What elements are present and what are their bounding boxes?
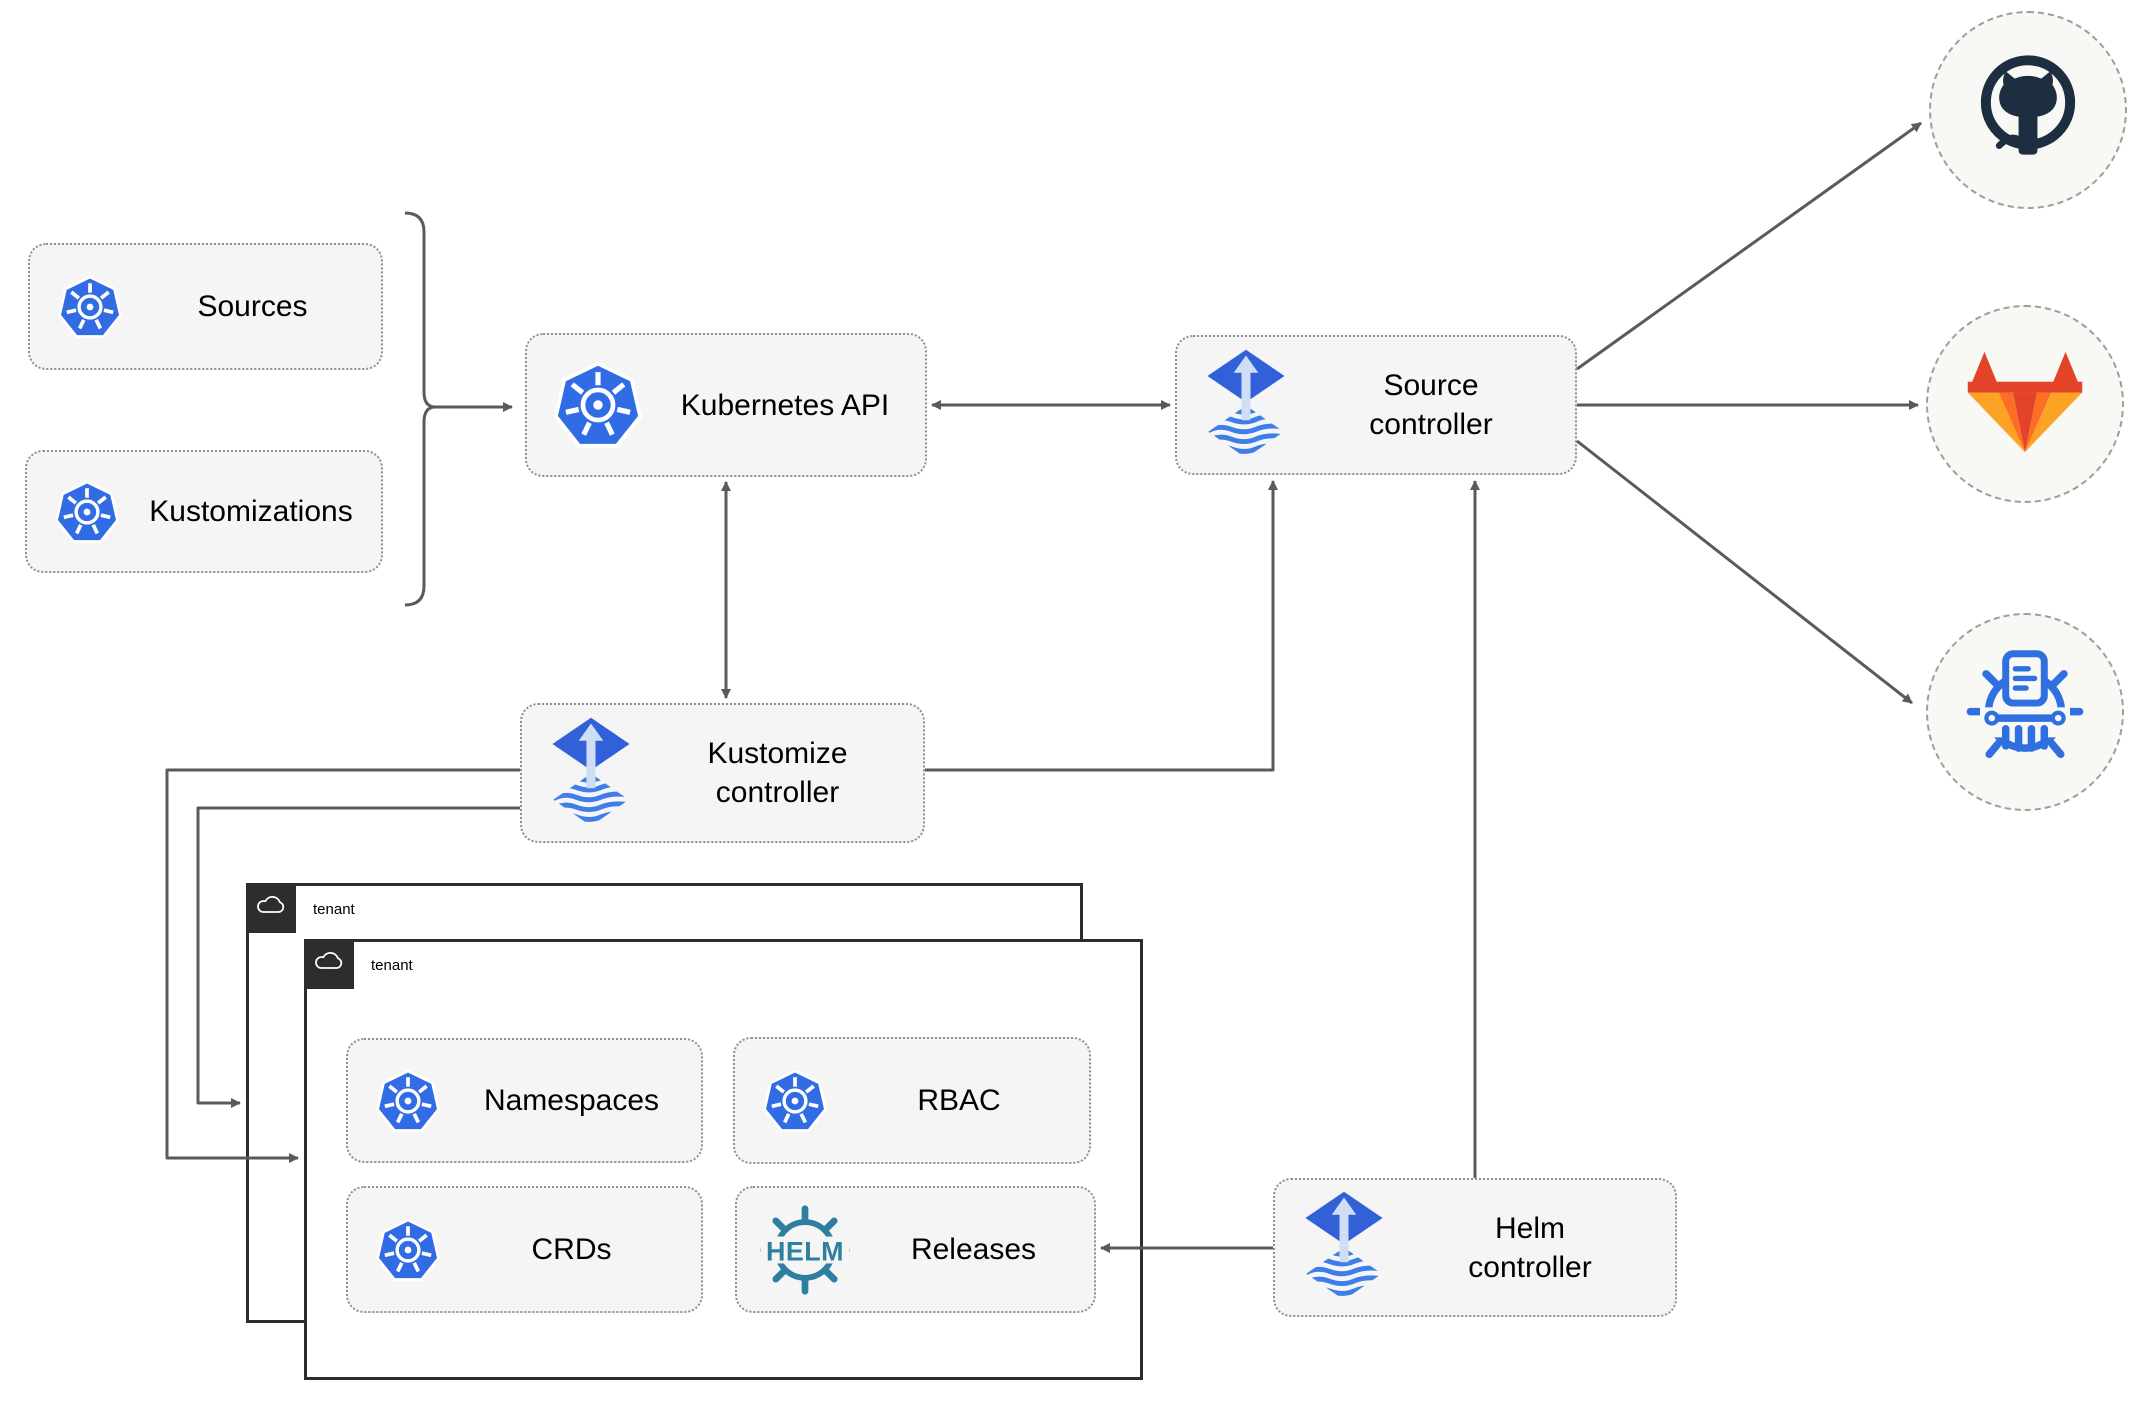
edge-source-controller-to-github [1576,121,1922,371]
helm-wordmark: HELM [766,1236,844,1266]
node-helm-controller[interactable]: Helm controller [1273,1178,1677,1317]
tenant-back-tab [246,883,296,933]
node-label: RBAC [917,1084,1001,1117]
kubernetes-icon [551,358,645,452]
node-sources[interactable]: Sources [28,243,383,370]
tenant-container-front[interactable]: tenant Namespaces [304,939,1143,1380]
kubernetes-icon [374,1216,442,1284]
kubernetes-icon [53,478,121,546]
node-chartmuseum[interactable] [1926,613,2124,811]
node-kustomizations[interactable]: Kustomizations [25,450,383,573]
node-crds[interactable]: CRDs [346,1186,703,1313]
node-label: Sources [197,290,308,323]
kubernetes-icon [761,1067,829,1135]
node-label: Kubernetes API [680,388,890,422]
flux-icon [1205,348,1287,463]
node-label-line2: controller [1468,1250,1592,1284]
node-kubernetes-api[interactable]: Kubernetes API [525,333,927,477]
cloud-icon [313,950,345,978]
tenant-front-tab [304,939,354,989]
tenant-front-label: tenant [371,957,413,974]
node-gitlab[interactable] [1926,305,2124,503]
chartmuseum-icon [1950,645,2100,779]
flux-icon [1303,1190,1385,1305]
node-label: Helm controller [1385,1209,1675,1287]
helm-icon: HELM [757,1202,853,1298]
github-octocat-icon [1967,47,2089,174]
node-label: Namespaces [483,1084,660,1117]
node-label: Kustomize controller [632,734,923,812]
edge-kustomize-controller-to-source-controller [925,480,1278,772]
node-label: CRDs [531,1233,612,1266]
node-kustomize-controller[interactable]: Kustomize controller [520,703,925,843]
gitlab-fox-icon [1963,347,2087,462]
node-label-line2: controller [1369,408,1493,441]
node-releases[interactable]: HELM Releases [735,1186,1096,1313]
node-label: Releases [910,1233,1037,1266]
node-label-line1: Kustomize [707,737,848,770]
node-label-line2: controller [715,776,840,809]
kubernetes-icon [56,273,124,341]
cloud-icon [255,894,287,922]
tenant-back-label: tenant [313,901,355,918]
kubernetes-icon [374,1067,442,1135]
node-label: Source controller [1287,366,1575,444]
edge-source-controller-to-chartmuseum [1576,439,1913,705]
node-github[interactable] [1929,11,2127,209]
node-namespaces[interactable]: Namespaces [346,1038,703,1163]
flux-icon [550,716,632,831]
node-source-controller[interactable]: Source controller [1175,335,1577,475]
bracket-sources-kustomizations [404,211,436,607]
node-label-line1: Source [1383,369,1479,402]
node-label-line1: Helm [1494,1211,1565,1245]
node-label: Kustomizations [149,495,353,528]
node-rbac[interactable]: RBAC [733,1037,1091,1164]
